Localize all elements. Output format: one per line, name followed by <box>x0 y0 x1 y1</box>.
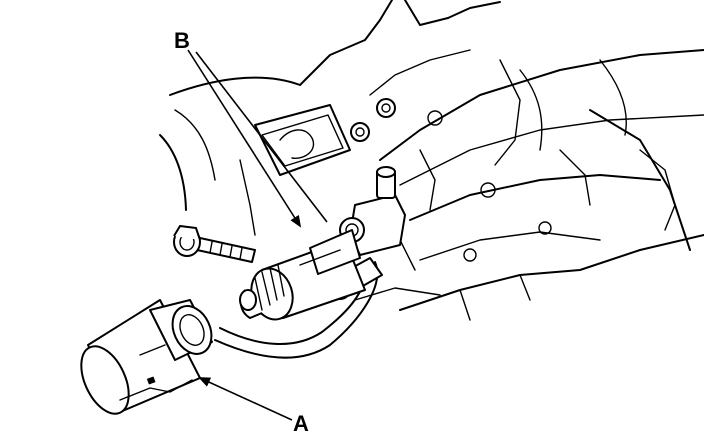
leader-b <box>187 49 302 228</box>
transmission-housing <box>159 0 704 321</box>
callout-label-b: B <box>174 28 190 53</box>
mounting-nut-upper <box>376 98 396 118</box>
leader-a <box>198 377 293 421</box>
slave-cylinder <box>239 229 366 321</box>
mounting-bolt <box>173 225 256 263</box>
push-rod-boot <box>80 299 213 415</box>
callout-label-a: A <box>293 411 309 436</box>
mounting-nut-lower <box>350 122 370 142</box>
leader-b-second <box>195 51 328 223</box>
